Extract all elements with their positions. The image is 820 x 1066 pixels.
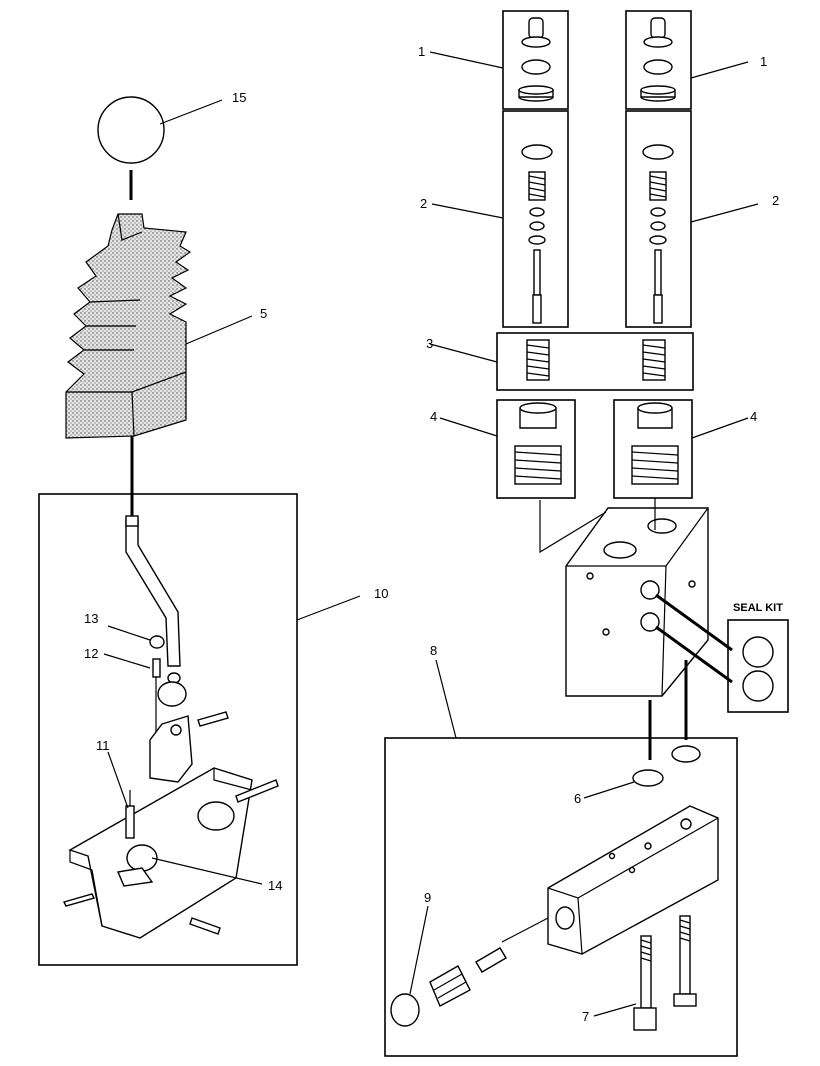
seal-ring-parts (742, 636, 774, 702)
group-box-2-right (625, 110, 692, 328)
spring-cup-part-4-right (631, 402, 679, 485)
callout-4-right: 4 (750, 409, 757, 424)
group-box-2-left (502, 110, 569, 328)
lever-part (125, 515, 187, 707)
group-box-8 (384, 737, 738, 1057)
callout-9: 9 (424, 890, 431, 905)
callout-2-left: 2 (420, 196, 427, 211)
group-box-4-left (496, 399, 576, 499)
spring-cup-part-4-left (514, 402, 562, 485)
knob-part-15 (97, 96, 165, 200)
callout-10: 10 (374, 586, 388, 601)
group-box-4-right (613, 399, 693, 499)
spring-rod-part-2-right (642, 144, 674, 324)
plunger-seal-part-1-left (518, 17, 554, 102)
plunger-seal-part-1-right (640, 17, 676, 102)
valve-body (539, 498, 733, 760)
callout-3: 3 (426, 336, 433, 351)
seal-kit-box (727, 619, 789, 713)
callout-12: 12 (84, 646, 98, 661)
group-box-1-left (502, 10, 569, 110)
callout-1-right: 1 (760, 54, 767, 69)
manifold-block (547, 805, 719, 955)
callout-11: 11 (96, 738, 110, 753)
boot-part-5 (65, 213, 192, 518)
nut-part-13 (149, 635, 165, 649)
spring-rod-part-2-left (521, 144, 553, 324)
callout-6: 6 (574, 791, 581, 806)
group-box-1-right (625, 10, 692, 110)
bolt-part-7 (633, 915, 697, 1031)
seal-kit-label: SEAL KIT (733, 602, 783, 614)
callout-5: 5 (260, 306, 267, 321)
pivot-block (149, 711, 229, 783)
relief-valve-part-9 (390, 917, 549, 1027)
bracket-housing (62, 767, 279, 939)
callout-7: 7 (582, 1009, 589, 1024)
callout-13: 13 (84, 611, 98, 626)
group-box-10 (38, 493, 298, 966)
callout-2-right: 2 (772, 193, 779, 208)
callout-14: 14 (268, 878, 282, 893)
callout-1-left: 1 (418, 44, 425, 59)
callout-8: 8 (430, 643, 437, 658)
callout-4-left: 4 (430, 409, 437, 424)
o-ring-part-6 (632, 745, 701, 787)
spring-part-3 (526, 339, 666, 381)
callout-15: 15 (232, 90, 246, 105)
